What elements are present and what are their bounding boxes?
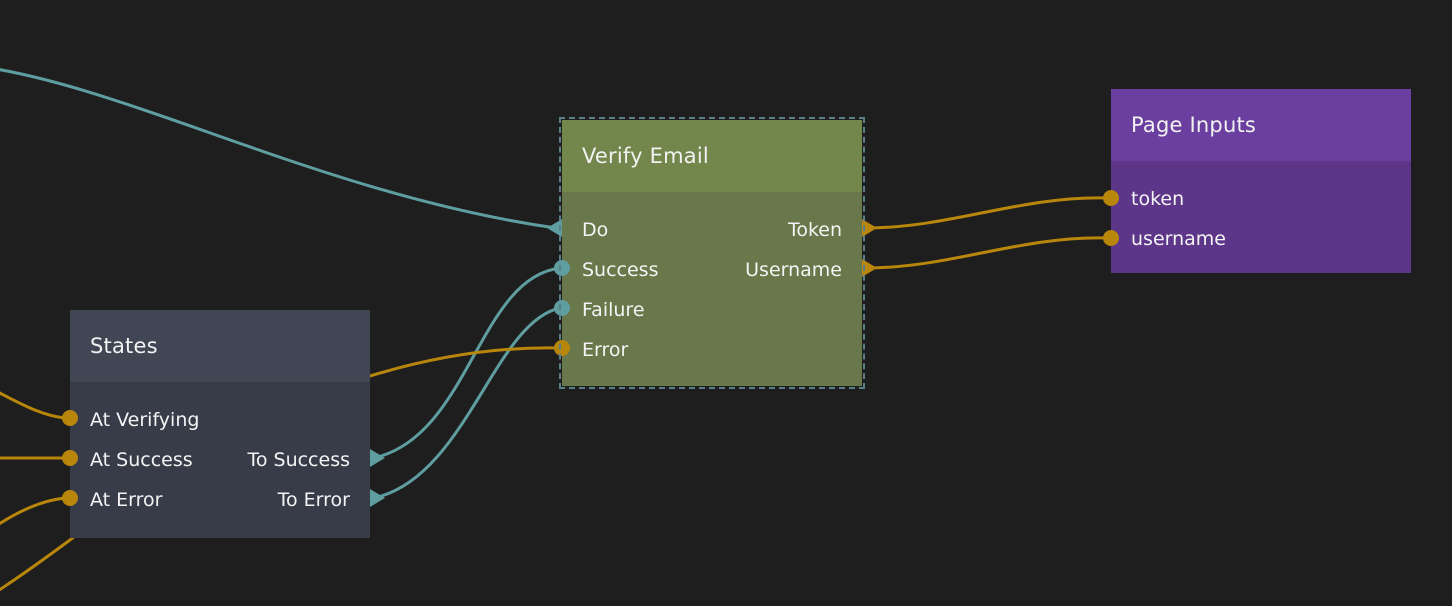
- port-marker-do[interactable]: [547, 219, 562, 237]
- port-marker-username[interactable]: [862, 259, 877, 277]
- edge-username-to-username: [865, 236, 1107, 270]
- port-label-at-verifying: At Verifying: [90, 409, 200, 431]
- port-label-at-error: At Error: [90, 489, 163, 511]
- port-label-token: Token: [787, 219, 842, 241]
- port-marker-token[interactable]: [862, 219, 877, 237]
- port-row-username[interactable]: username: [1111, 219, 1411, 259]
- node-states-body: At Verifying At Success To Success At Er…: [70, 382, 370, 538]
- node-verify-email-body: Do Token Success Username Failure Error: [562, 192, 862, 386]
- node-page-inputs-header[interactable]: Page Inputs: [1111, 89, 1411, 161]
- port-label-success: Success: [582, 259, 659, 281]
- port-label-error: Error: [582, 339, 629, 361]
- edge-failure-to-to-error: [373, 306, 561, 500]
- port-label-username-out: username: [1131, 228, 1226, 250]
- port-label-to-success: To Success: [247, 449, 350, 471]
- node-page-inputs[interactable]: Page Inputs token username: [1103, 89, 1411, 273]
- port-row-success[interactable]: Success Username: [562, 250, 862, 290]
- port-label-username: Username: [745, 259, 842, 281]
- port-marker-to-error[interactable]: [370, 489, 385, 507]
- node-verify-email[interactable]: Verify Email Do Token Success Username F…: [547, 117, 877, 389]
- port-row-error[interactable]: Error: [562, 330, 862, 370]
- node-page-inputs-body: token username: [1111, 161, 1411, 273]
- edge-success-to-to-success: [373, 266, 561, 460]
- port-label-at-success: At Success: [90, 449, 193, 471]
- port-row-at-success[interactable]: At Success To Success: [70, 440, 370, 480]
- node-states-title: States: [90, 334, 158, 358]
- node-verify-email-header[interactable]: Verify Email: [562, 120, 862, 192]
- port-label-do: Do: [582, 219, 609, 241]
- edge-token-to-token: [865, 196, 1107, 230]
- port-marker-to-success[interactable]: [370, 449, 385, 467]
- port-row-at-verifying[interactable]: At Verifying: [70, 400, 370, 440]
- port-label-token-out: token: [1131, 188, 1185, 210]
- port-label-failure: Failure: [582, 299, 645, 321]
- edge-at-error-out: [0, 496, 67, 526]
- port-row-at-error[interactable]: At Error To Error: [70, 480, 370, 520]
- port-row-do[interactable]: Do Token: [562, 210, 862, 250]
- edge-offscreen-to-do: [0, 68, 557, 230]
- port-label-to-error: To Error: [277, 489, 350, 511]
- node-page-inputs-title: Page Inputs: [1131, 113, 1257, 137]
- node-states[interactable]: States At Verifying At Success To Succes…: [62, 310, 385, 538]
- port-row-failure[interactable]: Failure: [562, 290, 862, 330]
- port-row-token[interactable]: token: [1111, 179, 1411, 219]
- edge-at-verifying-out: [0, 391, 67, 420]
- node-verify-email-title: Verify Email: [582, 144, 709, 168]
- node-states-header[interactable]: States: [70, 310, 370, 382]
